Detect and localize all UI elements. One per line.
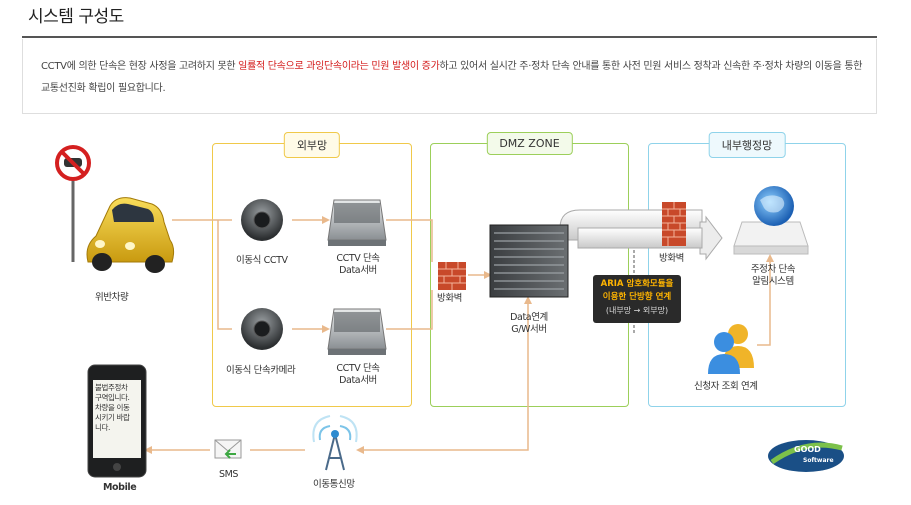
zone-external-label: 외부망 (283, 132, 341, 158)
oneway-pipe (559, 209, 723, 261)
gw-server-icon (489, 224, 569, 298)
flow-lines (150, 219, 771, 451)
mobile-camera-icon (241, 308, 283, 350)
label-cctv-server-1: CCTV 단속 Data서버 (330, 253, 386, 277)
phone-message-line: 불법주정차 (95, 383, 128, 392)
zone-dmz-label: DMZ ZONE (486, 132, 573, 155)
label-telecom: 이동통신망 (313, 479, 355, 490)
label-firewall-1: 방화벽 (437, 293, 463, 304)
line-server1-firewall (386, 219, 433, 262)
phone-message-line: 시키기 바랍 (95, 413, 130, 422)
label-cctv-server-2-line1: CCTV 단속 (336, 363, 380, 374)
label-cctv-server-2: CCTV 단속 Data서버 (330, 363, 386, 387)
cctv-server-2-icon (327, 308, 387, 355)
aria-line1: ARIA 암호화모듈을 (600, 279, 674, 289)
label-cctv-server-2-line2: Data서버 (339, 375, 377, 386)
zone-external: 외부망 (212, 132, 412, 407)
intro-text-after: 하고 있어서 실시간 주·정차 단속 안내를 통한 사전 민원 서비스 정착과 … (41, 61, 863, 94)
good-software-logo: GOOD Software (768, 440, 844, 472)
zone-dmz: DMZ ZONE (430, 132, 629, 407)
label-alert-system: 주정차 단속 알림시스템 (740, 264, 806, 288)
intro-text: CCTV에 의한 단속은 현장 사정을 고려하지 못한 일률적 단속으로 과잉단… (41, 56, 871, 100)
label-firewall-2: 방화벽 (659, 253, 685, 264)
firewall-2-icon (662, 202, 686, 246)
label-gw-server-line2: G/W서버 (511, 324, 547, 335)
label-applicant: 신청자 조회 연계 (694, 381, 758, 392)
intro-highlight: 일률적 단속으로 과잉단속이라는 민원 발생이 증가 (238, 61, 440, 72)
aria-line2: 이용한 단방향 연계 (602, 292, 672, 302)
label-cctv-server-1-line2: Data서버 (339, 265, 377, 276)
label-gw-server: Data연계 G/W서버 (500, 312, 558, 336)
label-cctv-server-1-line1: CCTV 단속 (336, 253, 380, 264)
phone-message-line: 니다. (95, 423, 110, 432)
line-applicant-alert (757, 260, 771, 346)
title-divider (22, 36, 877, 38)
page-title: 시스템 구성도 (28, 7, 124, 27)
phone-message-line: 구역입니다. (95, 393, 130, 402)
label-violation-car: 위반차량 (95, 292, 129, 303)
logo-text-good: GOOD (794, 445, 821, 454)
line-gw-telecom (360, 300, 529, 451)
alert-system-icon (733, 186, 809, 255)
line-server2-firewall (386, 290, 433, 330)
cctv-server-1-icon (327, 199, 387, 246)
no-parking-sign-icon (55, 145, 91, 262)
label-sms: SMS (219, 469, 239, 480)
mobile-cctv-icon (241, 199, 283, 241)
aria-line3: (내부망 → 외부망) (605, 306, 669, 315)
label-alert-system-line2: 알림시스템 (752, 276, 794, 287)
applicant-users-icon (708, 324, 754, 374)
label-mobile: Mobile (103, 482, 137, 493)
aria-encryption-box: ARIA 암호화모듈을 이용한 단방향 연계 (내부망 → 외부망) (593, 275, 681, 323)
label-gw-server-line1: Data연계 (510, 312, 548, 323)
sms-envelope-icon (214, 439, 242, 459)
firewall-1-icon (438, 262, 466, 290)
label-alert-system-line1: 주정차 단속 (750, 264, 796, 275)
logo-text-software: Software (803, 457, 834, 464)
telecom-tower-icon (312, 415, 358, 471)
phone-message: 불법주정차 구역입니다. 차량을 이동 시키기 바랍 니다. (95, 383, 139, 433)
zone-internal-label: 내부행정망 (708, 132, 786, 158)
label-mobile-cctv: 이동식 CCTV (236, 255, 288, 266)
label-mobile-camera: 이동식 단속카메라 (226, 365, 296, 376)
line-car-camera (217, 220, 232, 330)
phone-message-line: 차량을 이동 (95, 403, 130, 412)
flow-arrowheads (144, 216, 774, 454)
intro-box: CCTV에 의한 단속은 현장 사정을 고려하지 못한 일률적 단속으로 과잉단… (22, 39, 877, 114)
mobile-phone-icon (87, 364, 147, 478)
intro-text-before: CCTV에 의한 단속은 현장 사정을 고려하지 못한 (41, 61, 239, 72)
car-icon (86, 197, 175, 273)
